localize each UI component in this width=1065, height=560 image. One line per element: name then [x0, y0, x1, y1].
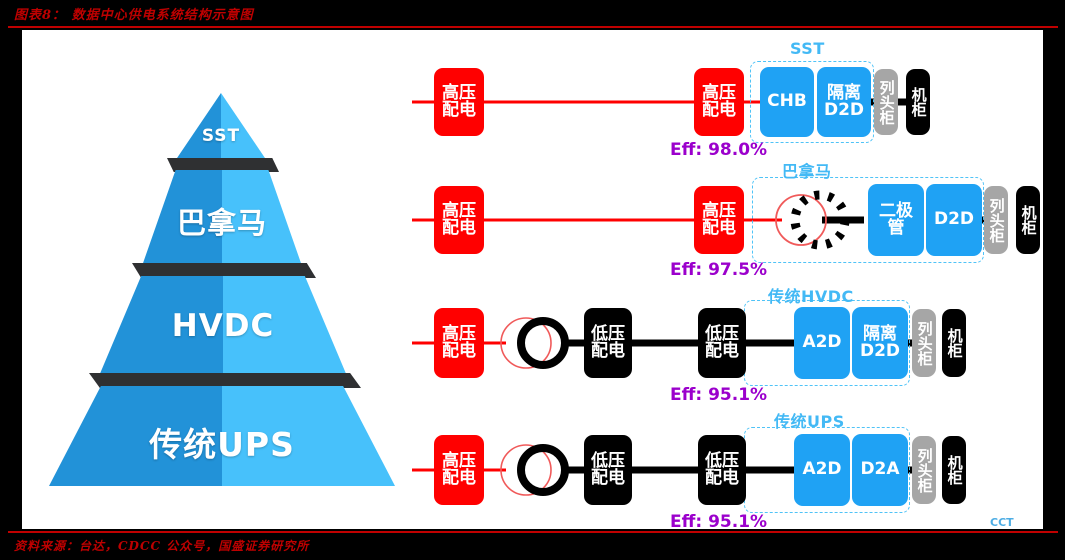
pyramid-level-shape — [175, 93, 267, 161]
pyramid-level-traditional-ups[interactable]: 传统UPS — [49, 386, 395, 486]
group-box-panama — [752, 177, 984, 263]
dc-wire-lv2-group — [740, 466, 796, 474]
node-label: 高压 配电 — [442, 323, 476, 361]
pyramid-band-2 — [132, 263, 316, 278]
dc-wire-cab — [902, 339, 918, 347]
node-label: 高压 配电 — [442, 200, 476, 238]
diagram-canvas: SST 巴拿马 HVDC — [22, 30, 1043, 529]
node-label: 列头柜 — [877, 79, 896, 125]
group-title-traditional-ups: 传统UPS — [774, 412, 845, 431]
hv-wire-mid — [484, 218, 696, 222]
node-hv-distribution-2[interactable]: 高压 配电 — [694, 68, 744, 136]
pyramid-band-1 — [167, 158, 279, 172]
node-server-cabinet[interactable]: 机柜 — [906, 69, 930, 135]
node-row-head-cabinet[interactable]: 列头柜 — [984, 186, 1008, 254]
node-label: 隔离 D2D — [859, 323, 901, 361]
dc-wire-lv2-group — [740, 339, 796, 347]
node-label: 低压 配电 — [705, 450, 739, 488]
pyramid-level-shape — [49, 386, 395, 486]
pyramid-level-shape — [99, 276, 347, 376]
node-label: 二极 管 — [879, 200, 913, 238]
hv-wire-xfmr — [484, 341, 506, 345]
node-isolation-d2d[interactable]: 隔离 D2D — [817, 67, 871, 137]
node-label: 低压 配电 — [591, 450, 625, 488]
node-label: 机柜 — [909, 87, 928, 117]
node-hv-distribution[interactable]: 高压 配电 — [434, 308, 484, 378]
node-label: A2D — [802, 332, 842, 353]
node-server-cabinet[interactable]: 机柜 — [942, 309, 966, 377]
title-divider — [8, 26, 1058, 28]
node-row-head-cabinet[interactable]: 列头柜 — [912, 309, 936, 377]
node-row-head-cabinet[interactable]: 列头柜 — [874, 69, 898, 135]
node-label: 机柜 — [945, 455, 964, 485]
node-diode[interactable]: 二极 管 — [868, 184, 924, 256]
node-label: D2D — [933, 209, 975, 230]
transformer-symbol-hvdc — [498, 307, 570, 379]
node-lv-distribution-2[interactable]: 低压 配电 — [698, 308, 746, 378]
pyramid-level-hvdc[interactable]: HVDC — [99, 276, 347, 376]
hv-wire-xfmr — [484, 468, 506, 472]
hierarchy-pyramid: SST 巴拿马 HVDC — [27, 45, 407, 525]
group-title-hvdc: 传统HVDC — [768, 287, 854, 306]
node-hv-distribution-1[interactable]: 高压 配电 — [434, 68, 484, 136]
efficiency-label-panama: Eff: 97.5% — [670, 260, 768, 280]
pyramid-band-3 — [89, 373, 361, 388]
node-label: 机柜 — [1019, 205, 1038, 235]
node-label: 列头柜 — [987, 197, 1006, 243]
node-lv-distribution-2[interactable]: 低压 配电 — [698, 435, 746, 505]
node-label: D2A — [860, 459, 900, 480]
group-box-sst — [750, 61, 874, 143]
node-lv-distribution-1[interactable]: 低压 配电 — [584, 308, 632, 378]
node-chb[interactable]: CHB — [760, 67, 814, 137]
efficiency-label-sst: Eff: 98.0% — [670, 140, 768, 160]
efficiency-label-hvdc: Eff: 95.1% — [670, 385, 768, 405]
pyramid-level-shape — [142, 170, 302, 266]
node-label: 低压 配电 — [705, 323, 739, 361]
pyramid-level-sst[interactable]: SST — [175, 93, 267, 161]
node-label: 高压 配电 — [442, 82, 476, 120]
node-label: 高压 配电 — [702, 82, 736, 120]
node-label: 列头柜 — [915, 447, 934, 493]
figure-title: 图表8： 数据中心供电系统结构示意图 — [14, 8, 254, 23]
node-label: 机柜 — [945, 328, 964, 358]
node-a2d[interactable]: A2D — [794, 434, 850, 506]
node-hv-distribution[interactable]: 高压 配电 — [434, 435, 484, 505]
dc-wire-cab — [894, 98, 908, 106]
efficiency-label-traditional-ups: Eff: 95.1% — [670, 512, 768, 529]
watermark: CCT — [990, 516, 1014, 529]
node-server-cabinet[interactable]: 机柜 — [942, 436, 966, 504]
pyramid-level-panama[interactable]: 巴拿马 — [142, 170, 302, 266]
node-hv-distribution-1[interactable]: 高压 配电 — [434, 186, 484, 254]
group-title-sst: SST — [790, 39, 825, 58]
node-label: 高压 配电 — [442, 450, 476, 488]
node-label: 隔离 D2D — [823, 82, 865, 120]
node-label: 低压 配电 — [591, 323, 625, 361]
node-a2d[interactable]: A2D — [794, 307, 850, 379]
node-label: CHB — [767, 91, 807, 112]
dc-wire-cab — [902, 466, 918, 474]
node-label: 列头柜 — [915, 320, 934, 366]
transformer-symbol-panama — [770, 185, 856, 255]
figure-source: 资料来源：台达，CDCC 公众号，国盛证券研究所 — [14, 539, 310, 553]
hv-wire-mid — [484, 100, 696, 104]
source-divider — [8, 531, 1058, 533]
node-hv-distribution-2[interactable]: 高压 配电 — [694, 186, 744, 254]
node-label: 高压 配电 — [702, 200, 736, 238]
transformer-symbol-ups — [498, 434, 570, 506]
node-label: A2D — [802, 459, 842, 480]
node-lv-distribution-1[interactable]: 低压 配电 — [584, 435, 632, 505]
dc-wire-lv1-lv2 — [630, 466, 702, 474]
dc-wire-xfmr-lv — [562, 466, 588, 474]
dc-wire-lv1-lv2 — [630, 339, 702, 347]
node-row-head-cabinet[interactable]: 列头柜 — [912, 436, 936, 504]
node-d2a[interactable]: D2A — [852, 434, 908, 506]
node-server-cabinet[interactable]: 机柜 — [1016, 186, 1040, 254]
group-title-panama: 巴拿马 — [782, 162, 832, 181]
node-isolation-d2d[interactable]: 隔离 D2D — [852, 307, 908, 379]
dc-wire-xfmr-lv — [562, 339, 588, 347]
node-d2d[interactable]: D2D — [926, 184, 982, 256]
